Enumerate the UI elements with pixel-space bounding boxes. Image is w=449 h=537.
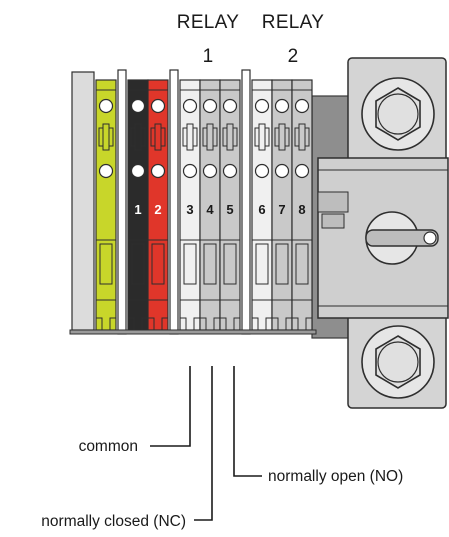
normally-open-leader (233, 366, 262, 477)
terminal-ground (95, 79, 117, 331)
screw-clamp-icon (254, 163, 270, 179)
terminal-number-2: 2 (154, 202, 161, 217)
terminal-4: 4 (199, 79, 221, 331)
relay-1-word: RELAY (177, 12, 239, 33)
terminal-number-7: 7 (278, 202, 285, 217)
screw-clamp-icon (274, 98, 290, 114)
partition-plate-1 (117, 69, 127, 335)
terminal-1: 1 (127, 79, 149, 331)
screw-clamp-icon (182, 98, 198, 114)
normally-closed-label: normally closed (NC) (41, 513, 186, 530)
partition-plates (69, 69, 317, 335)
screw-clamp-icon (202, 98, 218, 114)
screw-clamp-icon (294, 98, 310, 114)
common-label: common (79, 438, 138, 455)
terminal-8: 8 (291, 79, 313, 331)
partition-plate-3 (241, 69, 251, 335)
screw-clamp-icon (98, 98, 114, 114)
end-cap-left (71, 71, 95, 331)
screw-clamp-icon (150, 163, 166, 179)
relay-2-number: 2 (288, 46, 299, 67)
terminal-2: 2 (147, 79, 169, 331)
top-hex-bolt-icon (361, 77, 435, 151)
screw-clamp-icon (130, 98, 146, 114)
screw-clamp-icon (254, 98, 270, 114)
terminal-3: 3 (179, 79, 201, 331)
screw-clamp-icon (98, 163, 114, 179)
din-rail-clamp (317, 57, 449, 409)
normally-closed-leader (194, 366, 213, 521)
relay-1-number: 1 (203, 46, 214, 67)
terminal-5: 5 (219, 79, 241, 331)
screw-clamp-icon (222, 98, 238, 114)
screw-clamp-icon (222, 163, 238, 179)
din-rail (69, 329, 317, 335)
terminal-number-8: 8 (298, 202, 305, 217)
terminal-6: 6 (251, 79, 273, 331)
terminal-number-4: 4 (206, 202, 214, 217)
common-leader (150, 366, 191, 447)
screw-clamp-icon (202, 163, 218, 179)
terminal-number-1: 1 (134, 202, 141, 217)
leader-lines (150, 366, 262, 521)
bottom-hex-bolt-icon (361, 325, 435, 399)
relay-2-word: RELAY (262, 12, 324, 33)
screw-clamp-icon (274, 163, 290, 179)
screw-clamp-icon (182, 163, 198, 179)
normally-open-label: normally open (NO) (268, 468, 403, 485)
screw-clamp-icon (130, 163, 146, 179)
partition-plate-2 (169, 69, 179, 335)
slotted-screw-icon (365, 211, 439, 265)
terminal-number-3: 3 (186, 202, 193, 217)
terminal-number-6: 6 (258, 202, 265, 217)
screw-clamp-icon (150, 98, 166, 114)
terminal-7: 7 (271, 79, 293, 331)
terminal-number-5: 5 (226, 202, 233, 217)
screw-clamp-icon (294, 163, 310, 179)
